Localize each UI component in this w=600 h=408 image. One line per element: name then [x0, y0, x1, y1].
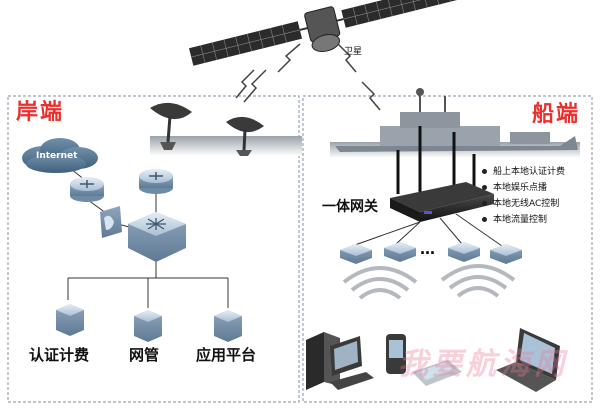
satellite-dish-icon — [226, 116, 264, 156]
router-icon — [139, 169, 173, 194]
server-icon — [134, 310, 162, 342]
integrated-gateway-icon — [390, 126, 494, 222]
ship-title: 船端 — [532, 102, 581, 127]
desktop-pc-icon — [306, 332, 374, 390]
satellite-link-waves — [235, 43, 381, 111]
feature-text: 本地流量控制 — [493, 215, 548, 225]
core-switch-icon — [128, 212, 186, 262]
wifi-signal-icon — [440, 264, 516, 298]
mobile-phone-icon — [386, 334, 406, 374]
feature-text: 船上本地认证计费 — [493, 167, 566, 177]
access-switch-icon — [384, 242, 416, 262]
server-label-authentication-billing: 认证计费 — [29, 346, 90, 364]
satellite-label: 卫星 — [344, 47, 363, 57]
feature-item: 本地娱乐点播 — [482, 184, 547, 193]
laptop-icon — [496, 328, 560, 392]
bullet-icon — [482, 201, 487, 206]
feature-item: 船上本地认证计费 — [482, 168, 565, 177]
server-label-application-platform: 应用平台 — [196, 346, 257, 364]
wifi-signal-icon — [342, 266, 418, 300]
feature-text: 本地无线AC控制 — [493, 199, 560, 209]
router-icon — [70, 177, 104, 202]
internet-cloud-icon — [22, 138, 98, 173]
bullet-icon — [482, 169, 487, 174]
gateway-label: 一体网关 — [322, 199, 378, 215]
server-icon — [56, 304, 84, 336]
ship-panel — [302, 95, 593, 403]
shore-panel — [7, 95, 300, 403]
feature-item: 本地流量控制 — [482, 216, 547, 225]
switch-ellipsis: … — [420, 240, 435, 258]
internet-label: Internet — [36, 151, 78, 161]
access-switch-icon — [448, 242, 480, 262]
pda-icon — [412, 360, 462, 386]
satellite-icon — [189, 0, 463, 66]
firewall-icon — [100, 206, 122, 238]
satellite-dish-icon — [150, 102, 192, 150]
feature-text: 本地娱乐点播 — [493, 183, 548, 193]
ship-links — [351, 213, 503, 247]
server-icon — [214, 310, 242, 342]
feature-item: 本地无线AC控制 — [482, 200, 559, 209]
shore-land — [150, 136, 302, 156]
bullet-icon — [482, 185, 487, 190]
bullet-icon — [482, 217, 487, 222]
access-switch-icon — [340, 244, 372, 264]
ship-icon — [330, 88, 580, 158]
watermark: 我要航海网 — [398, 347, 568, 382]
server-label-network-management: 网管 — [129, 346, 160, 364]
shore-title: 岸端 — [16, 100, 65, 125]
access-switch-icon — [490, 244, 522, 264]
